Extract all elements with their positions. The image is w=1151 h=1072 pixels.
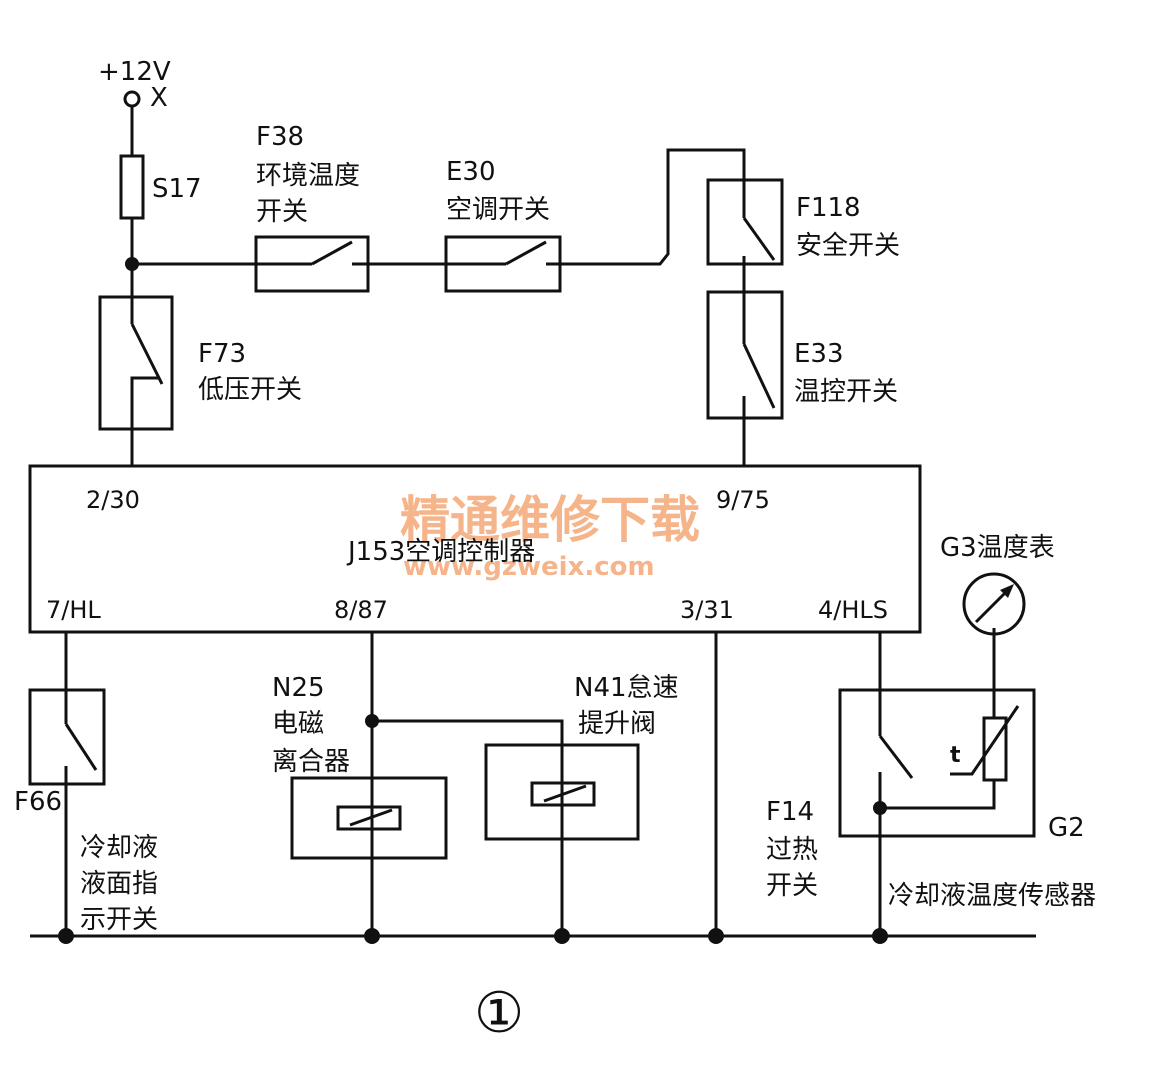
gauge-g3: G3温度表 (940, 533, 1055, 636)
f14-line2: 开关 (766, 871, 818, 901)
n25-coil (336, 805, 402, 831)
n25-line1: 电磁 (272, 709, 324, 739)
g2-box (838, 688, 1036, 838)
switch-f118: F118 安全开关 (706, 178, 900, 292)
power-supply: +12V X (98, 57, 171, 156)
e33-code: E33 (794, 339, 844, 369)
ground-bus (30, 928, 1036, 944)
pin-8-87: 8/87 (334, 596, 388, 624)
switch-e33-blade (742, 343, 776, 409)
switch-f66: F66 冷却液 液面指 示开关 (14, 632, 158, 936)
pin-9-75: 9/75 (716, 486, 770, 514)
wire-n41 (372, 719, 564, 936)
supply-terminal (123, 90, 141, 108)
switch-f73-blade (130, 323, 164, 385)
n25-box (290, 776, 448, 860)
ground-node-j153 (708, 928, 724, 944)
n41-line1: N41怠速 (574, 673, 679, 703)
switch-e30-blade (505, 240, 547, 266)
e30-code: E30 (446, 157, 496, 187)
g2-code: G2 (1048, 813, 1085, 843)
pin-3-31: 3/31 (680, 596, 734, 624)
ground-node-n41 (554, 928, 570, 944)
f118-code: F118 (796, 193, 861, 223)
f38-line1: 环境温度 (256, 161, 360, 191)
f73-line1: 低压开关 (198, 375, 302, 405)
controller-box (28, 464, 922, 634)
fuse-label: S17 (152, 174, 202, 204)
f66-line2: 液面指 (80, 869, 158, 899)
switch-f118-blade (742, 217, 776, 261)
switch-f73: F73 低压开关 (98, 295, 302, 466)
switch-f38-blade (311, 240, 353, 266)
sensor-g2: t G2 冷却液温度传感器 F14 过热 开关 (766, 628, 1096, 936)
n41-box (484, 743, 640, 841)
n25-line2: 离合器 (272, 747, 350, 777)
f73-code: F73 (198, 339, 246, 369)
switch-e33: E33 温控开关 (706, 290, 898, 466)
watermark: 精通维修下载 www.gzweix.com (400, 491, 700, 582)
e33-line1: 温控开关 (794, 377, 898, 407)
switch-f66-blade (64, 723, 98, 771)
pin-2-30: 2/30 (86, 486, 140, 514)
ground-node-g2 (872, 928, 888, 944)
f14-code: F14 (766, 797, 814, 827)
n25-n41-branch: N25 电磁 离合器 N41怠速 提升阀 (272, 632, 679, 936)
e30-line1: 空调开关 (446, 195, 550, 225)
f38-line2: 开关 (256, 197, 308, 227)
switch-f73-box (98, 295, 174, 431)
gauge-icon (962, 572, 1026, 636)
f14-line1: 过热 (766, 835, 818, 865)
thermistor-mark (950, 705, 1020, 776)
f38-code: F38 (256, 122, 304, 152)
g3-label: G3温度表 (940, 533, 1055, 563)
wire-thermistor-return (880, 780, 996, 810)
n41-line2: 提升阀 (578, 709, 656, 739)
n25-code: N25 (272, 673, 325, 703)
top-switch-chain: F38 环境温度 开关 E30 空调开关 (132, 122, 746, 293)
f118-line1: 安全开关 (796, 231, 900, 261)
gauge-needle-head (1000, 584, 1014, 598)
controller-j153: 2/30 9/75 J153空调控制器 7/HL 8/87 3/31 4/HLS (28, 464, 922, 634)
fuse-body (119, 154, 145, 220)
pin-7-hl: 7/HL (46, 596, 101, 624)
ground-node-f66 (58, 928, 74, 944)
figure-number: ① (474, 981, 524, 1046)
f14-blade (878, 735, 914, 779)
watermark-text: 精通维修下载 (400, 491, 700, 549)
n41-coil (530, 781, 596, 807)
f66-line3: 示开关 (80, 905, 158, 935)
fuse-s17: S17 (119, 154, 202, 297)
pin-4-hls: 4/HLS (818, 596, 888, 624)
g2-desc: 冷却液温度传感器 (888, 881, 1096, 911)
thermistor-t: t (950, 743, 961, 768)
wire-e30-f118 (560, 148, 746, 266)
watermark-url: www.gzweix.com (403, 552, 655, 582)
ground-node-n25 (364, 928, 380, 944)
f66-line1: 冷却液 (80, 833, 158, 863)
supply-terminal-label: X (150, 83, 168, 113)
n41-coil-mark (543, 784, 587, 803)
n25-coil-mark (349, 808, 393, 827)
wire-f73-j153 (130, 376, 160, 466)
f66-code: F66 (14, 787, 62, 817)
controller-title: J153空调控制器 (346, 537, 535, 567)
supply-voltage-label: +12V (98, 57, 171, 87)
